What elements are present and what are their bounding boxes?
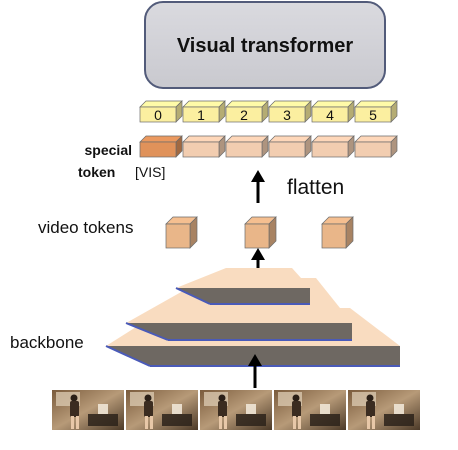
video-tokens-label: video tokens [38,218,133,237]
sequence-token [354,135,398,158]
pyramid-layer-top [175,268,310,305]
token-sequence-row [139,135,398,158]
video-frame [126,390,198,430]
position-token: 2 [225,100,269,123]
visual-transformer-block: Visual transformer [144,1,386,89]
video-frames-strip [52,390,420,430]
video-frame [274,390,346,430]
position-token-label: 4 [326,107,334,123]
backbone-label: backbone [10,333,84,352]
position-token-label: 5 [369,107,377,123]
special-token-tag: [VIS] [135,164,165,180]
transformer-box [144,1,386,89]
special-token-line2: token [78,164,115,180]
video-frame [52,390,124,430]
sequence-token [268,135,312,158]
flatten-label: flatten [287,176,344,199]
position-token-row: 0 1 2 3 4 5 [139,100,398,123]
video-token-cube [321,216,354,249]
backbone-pyramid [105,268,400,367]
video-token-cubes [165,216,354,249]
position-token: 5 [354,100,398,123]
position-token: 3 [268,100,312,123]
special-token-line1: special [85,142,132,158]
position-token: 0 [139,100,183,123]
transformer-label: Visual transformer [177,35,354,57]
frames-to-backbone-arrow [248,354,262,388]
position-token: 4 [311,100,355,123]
position-token-label: 1 [197,107,205,123]
special-token-label: special token [VIS] [78,142,165,180]
position-token-label: 0 [154,107,162,123]
position-token: 1 [182,100,226,123]
sequence-token [311,135,355,158]
sequence-token [225,135,269,158]
position-token-label: 2 [240,107,248,123]
flatten-arrow [251,170,265,203]
video-token-cube [165,216,198,249]
sequence-token [182,135,226,158]
video-frame [200,390,272,430]
position-token-label: 3 [283,107,291,123]
video-frame [348,390,420,430]
video-token-cube [244,216,277,249]
special-token-cube [139,135,183,158]
